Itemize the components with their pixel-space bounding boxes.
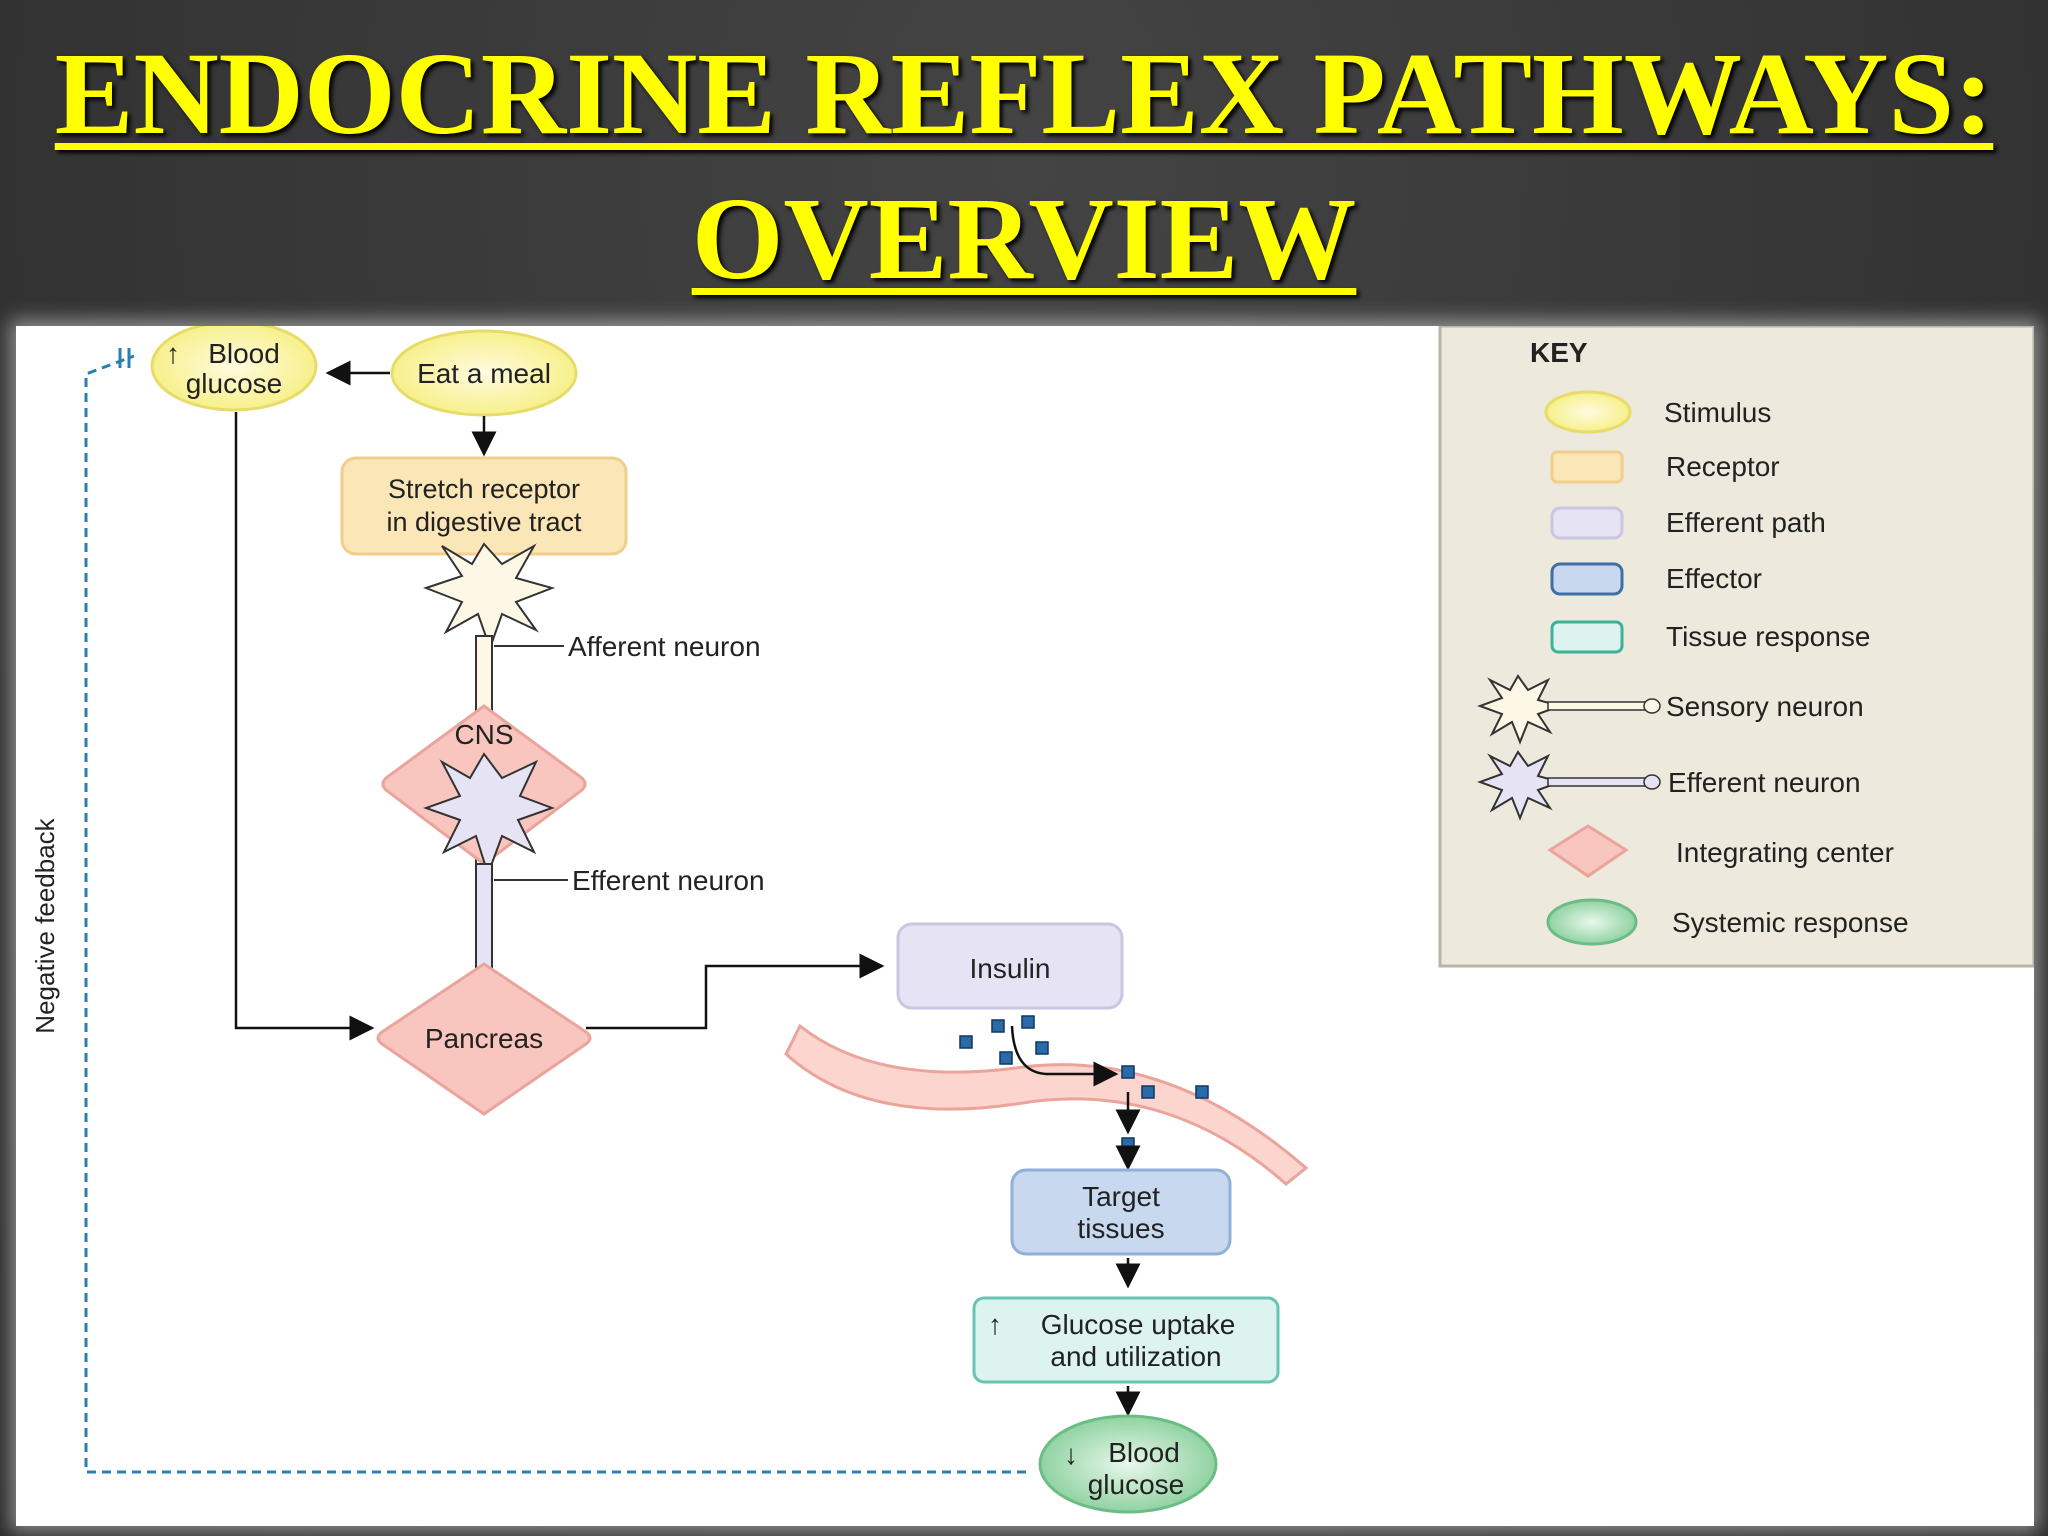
insulin-to-vessel-arrow <box>1010 1025 1119 1087</box>
pancreas-label: Pancreas <box>425 1023 543 1054</box>
key-label-tissue-response: Tissue response <box>1666 621 1870 652</box>
slide-title-line-2: OVERVIEW <box>691 173 1357 304</box>
key-integrating-center-swatch <box>1547 824 1629 878</box>
negative-feedback-path <box>84 354 1026 1474</box>
insulin-molecule <box>1021 1015 1035 1029</box>
stretch-receptor-label-2: in digestive tract <box>386 507 582 537</box>
afferent-neuron-label: Afferent neuron <box>568 631 761 662</box>
stretch-receptor-node <box>340 456 628 556</box>
pancreas-to-insulin-arrow <box>586 953 885 1030</box>
insulin-molecule <box>959 1035 973 1049</box>
response-glucose-label: glucose <box>1088 1469 1185 1500</box>
insulin-molecule <box>991 1019 1005 1033</box>
insulin-molecule <box>1121 1137 1135 1151</box>
systemic-response-blood-glucose-node <box>1038 1414 1218 1514</box>
insulin-node <box>896 922 1124 1010</box>
up-arrow-icon: ↑ <box>166 338 180 369</box>
key-systemic-response-swatch <box>1546 898 1638 946</box>
key-receptor-swatch <box>1550 450 1624 484</box>
key-label-systemic-response: Systemic response <box>1672 907 1909 938</box>
stretch-receptor-label-1: Stretch receptor <box>388 474 580 504</box>
insulin-molecules <box>959 1015 1209 1151</box>
key-stimulus-swatch <box>1544 390 1632 434</box>
glucose-uptake-node <box>972 1296 1280 1384</box>
diagram-panel: Negative feedback ↑ Blood glucose Eat a … <box>16 326 2034 1526</box>
key-title: KEY <box>1530 337 1588 368</box>
stimulus-glucose-label: glucose <box>186 368 283 399</box>
glucose-to-pancreas-arrow <box>234 412 375 1041</box>
insulin-molecule <box>1121 1065 1135 1079</box>
reflex-diagram: Negative feedback ↑ Blood glucose Eat a … <box>30 326 2034 1514</box>
slide-title-line-1: ENDOCRINE REFLEX PATHWAYS: <box>54 28 1994 159</box>
sensory-neuron-body <box>423 542 556 652</box>
key-label-stimulus: Stimulus <box>1664 397 1771 428</box>
eat-a-meal-node <box>390 329 578 417</box>
negative-feedback-label: Negative feedback <box>30 817 60 1033</box>
eat-a-meal-label: Eat a meal <box>417 358 551 389</box>
stimulus-blood-label: Blood <box>208 338 280 369</box>
key-label-effector: Effector <box>1666 563 1762 594</box>
glucose-uptake-label-1: Glucose uptake <box>1041 1309 1236 1340</box>
target-tissues-label-1: Target <box>1082 1181 1160 1212</box>
efferent-neuron-label: Efferent neuron <box>572 865 765 896</box>
key-effector-swatch <box>1550 562 1624 596</box>
target-tissues-node <box>1010 1168 1232 1256</box>
key-efferent-path-swatch <box>1550 506 1624 540</box>
insulin-label: Insulin <box>970 953 1051 984</box>
insulin-molecule <box>999 1051 1013 1065</box>
blood-vessel <box>784 1023 1309 1186</box>
cns-label: CNS <box>454 719 513 750</box>
key-label-sensory-neuron: Sensory neuron <box>1666 691 1864 722</box>
key-sensory-neuron-swatch <box>1477 674 1661 745</box>
glucose-uptake-label-2: and utilization <box>1050 1341 1221 1372</box>
down-arrow-icon: ↓ <box>1064 1439 1078 1470</box>
up-arrow-icon: ↑ <box>988 1309 1002 1340</box>
key-label-efferent-neuron: Efferent neuron <box>1668 767 1861 798</box>
pancreas-node <box>376 962 592 1116</box>
key-legend-box <box>1438 326 2034 968</box>
target-tissues-label-2: tissues <box>1077 1213 1164 1244</box>
insulin-molecule <box>1141 1085 1155 1099</box>
key-tissue-response-swatch <box>1550 620 1624 654</box>
key-label-receptor: Receptor <box>1666 451 1780 482</box>
insulin-molecule <box>1035 1041 1049 1055</box>
stimulus-blood-glucose-node <box>150 326 318 412</box>
key-label-integrating-center: Integrating center <box>1676 837 1894 868</box>
key-label-efferent-path: Efferent path <box>1666 507 1826 538</box>
key-efferent-neuron-swatch <box>1477 750 1661 821</box>
insulin-molecule <box>1195 1085 1209 1099</box>
response-blood-label: Blood <box>1108 1437 1180 1468</box>
